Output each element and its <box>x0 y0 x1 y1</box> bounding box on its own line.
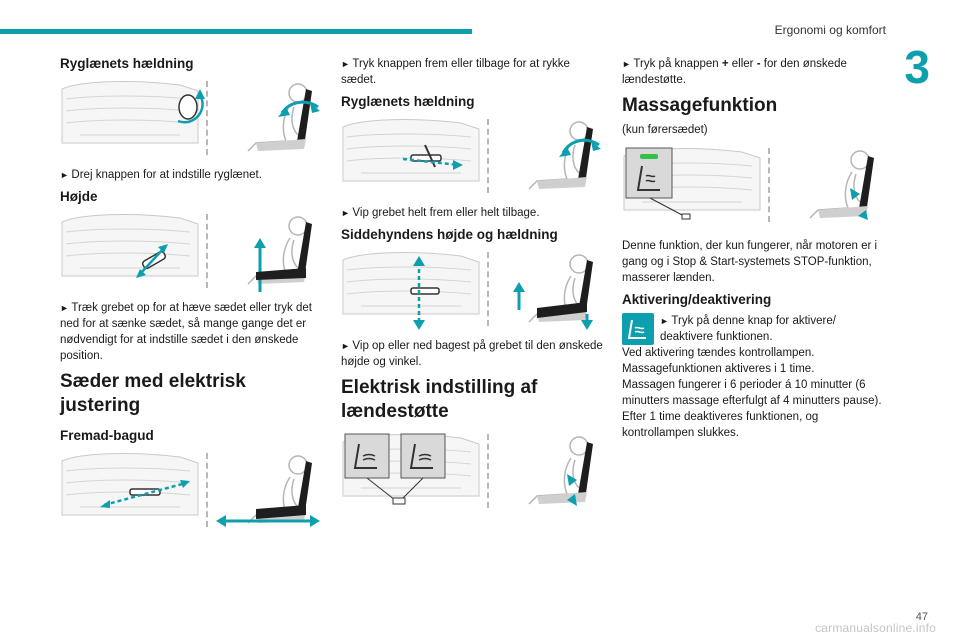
watermark: carmanualsonline.info <box>815 621 936 635</box>
seat-illustration-massage <box>622 144 882 230</box>
seat-massage-icon <box>622 313 654 345</box>
section-title-height: Højde <box>60 189 98 204</box>
text-height-lever: Træk grebet op for at hæve sædet eller t… <box>60 300 330 364</box>
top-accent-bar <box>0 29 472 34</box>
text-massage-periods: Massagen fungerer i 6 perioder á 10 minu… <box>622 379 882 407</box>
text-electric-backrest: Vip grebet helt frem eller helt tilbage. <box>341 205 603 221</box>
column-1: Ryglænets hældning Drej knappen for at i… <box>60 56 330 539</box>
text-cushion-lever: Vip op eller ned bagest på grebet til de… <box>341 338 603 370</box>
figure-divider <box>206 81 208 155</box>
seat-illustration-cushion <box>341 248 601 330</box>
figure-divider <box>206 214 208 288</box>
seat-illustration-fore-aft <box>60 449 320 531</box>
chapter-header-title: Ergonomi og komfort <box>774 23 886 37</box>
seat-illustration-backrest-knob <box>60 77 320 159</box>
section-title-massage: Massagefunktion <box>622 95 778 116</box>
chapter-number: 3 <box>904 41 930 93</box>
activation-row: Tryk på denne knap for aktivere/ deaktiv… <box>622 313 884 345</box>
text-massage-description: Denne funktion, der kun fungerer, når mo… <box>622 240 878 284</box>
text-fore-aft-button: Tryk knappen frem eller tilbage for at r… <box>341 56 603 88</box>
section-title-activation: Aktivering/deaktivering <box>622 292 772 307</box>
figure-divider <box>487 119 489 193</box>
text-deactivation: Efter 1 time deaktiveres funktionen, og … <box>622 411 819 439</box>
figure-divider <box>206 453 208 527</box>
section-title-electric-seats: Sæder med elektrisk justering <box>60 371 246 416</box>
section-title-cushion-height-tilt: Siddehyndens højde og hældning <box>341 227 558 242</box>
column-2: Tryk knappen frem eller tilbage for at r… <box>341 56 603 524</box>
figure-divider <box>487 252 489 326</box>
text-backrest-knob: Drej knappen for at indstille ryglænet. <box>60 167 330 183</box>
section-title-backrest-tilt: Ryglænets hældning <box>60 56 194 71</box>
column-3: Tryk på knappen + eller - for den ønsked… <box>622 56 884 441</box>
figure-divider <box>768 148 770 222</box>
section-title-electric-backrest: Ryglænets hældning <box>341 94 475 109</box>
figure-divider <box>487 434 489 508</box>
section-title-fore-aft: Fremad-bagud <box>60 428 154 443</box>
text-activation-lamp: Ved aktivering tændes kontrollampen. <box>622 347 815 359</box>
seat-illustration-height <box>60 210 320 292</box>
section-title-electric-lumbar: Elektrisk indstilling af lændestøtte <box>341 377 538 422</box>
text-activation-button: Tryk på denne knap for aktivere/ deaktiv… <box>660 313 884 345</box>
text-activation-duration: Massagefunktionen aktiveres i 1 time. <box>622 363 815 375</box>
text-lumbar-buttons: Tryk på knappen + eller - for den ønsked… <box>622 56 884 88</box>
seat-illustration-lumbar <box>341 430 601 516</box>
seat-illustration-electric-backrest <box>341 115 601 197</box>
page-number: 47 <box>915 611 928 623</box>
text-driver-seat-only: (kun førersædet) <box>622 124 708 136</box>
